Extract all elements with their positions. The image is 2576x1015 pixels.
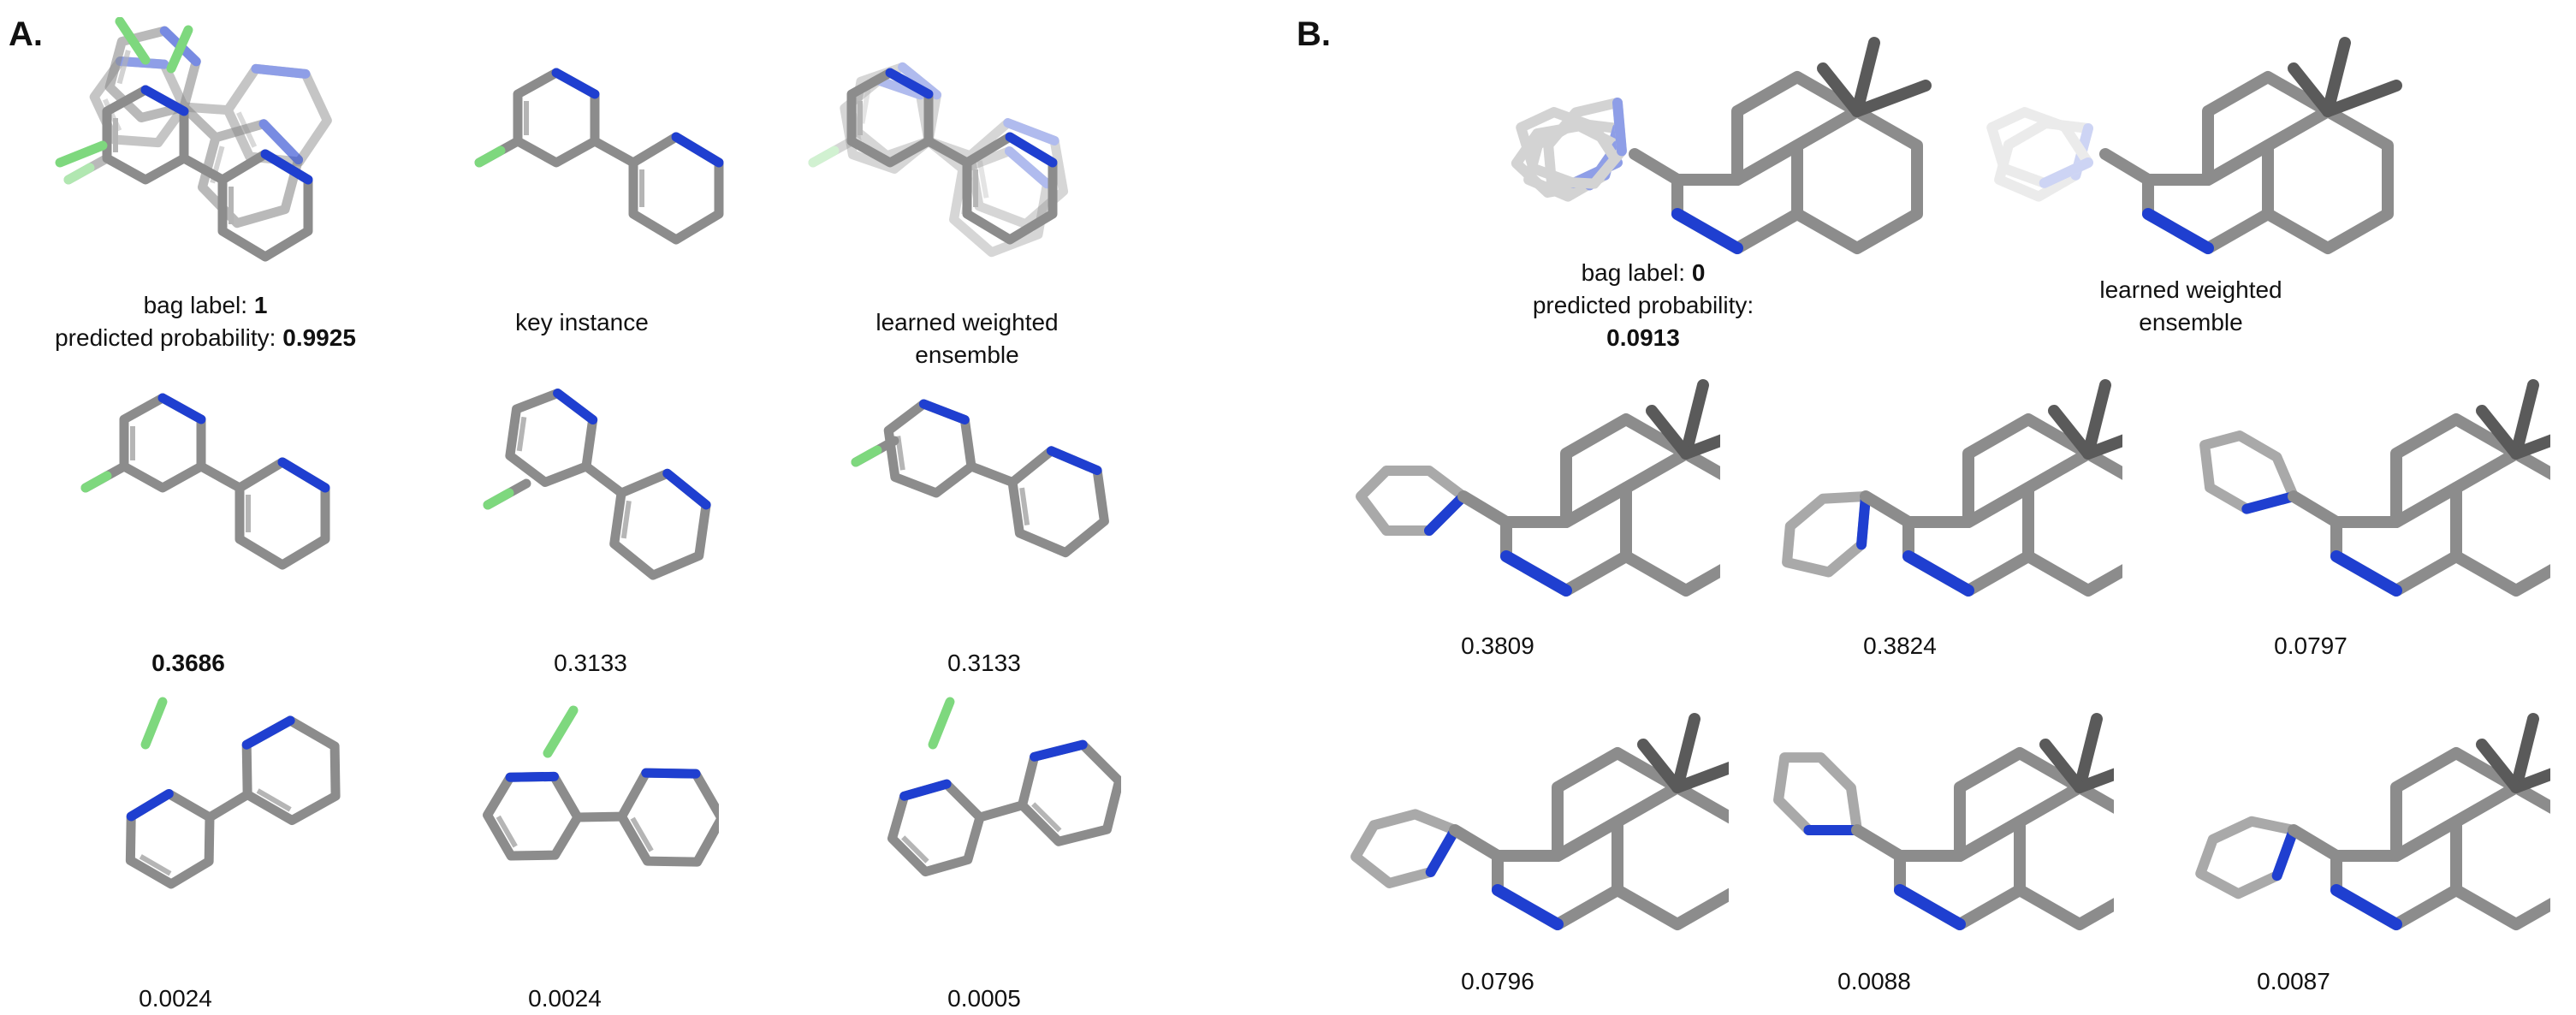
panel-label-a: A. (9, 15, 43, 53)
instance-caption-a4: 0.0024 (139, 985, 212, 1012)
molecule-instance-a3 (839, 377, 1113, 616)
molecule-instance-a4 (77, 685, 351, 976)
instance-caption-b1: 0.3809 (1461, 632, 1534, 659)
molecule-instance-b1 (1327, 359, 1720, 599)
instance-caption-a2: 0.3133 (554, 650, 627, 676)
instance-caption-b4: 0.0796 (1461, 968, 1534, 994)
bag-label-value: 0 (1691, 259, 1706, 286)
ensemble-line2: ensemble (915, 341, 1019, 368)
molecule-instance-b2 (1729, 359, 2122, 599)
instance-caption-a6: 0.0005 (947, 985, 1021, 1012)
bag-label-prefix: bag label: (1581, 259, 1692, 286)
molecule-instance-a2 (454, 377, 727, 616)
ensemble-line1: learned weighted (875, 309, 1059, 335)
molecule-instance-a6 (847, 693, 1121, 976)
instance-caption-a5: 0.0024 (528, 985, 602, 1012)
ensemble-line1: learned weighted (2099, 276, 2282, 303)
molecule-ensemble-a (796, 51, 1070, 291)
bag-label-prefix: bag label: (143, 292, 254, 318)
prob-value: 0.0913 (1606, 324, 1680, 351)
molecule-bag-overlay-b (1489, 17, 1934, 257)
molecule-ensemble-b (1960, 17, 2405, 257)
instance-caption-b2: 0.3824 (1863, 632, 1937, 659)
instance-weight: 0.3686 (151, 650, 225, 676)
instance-caption-a3: 0.3133 (947, 650, 1021, 676)
prob-value: 0.9925 (282, 324, 356, 351)
ensemble-caption-b: learned weighted ensemble (2054, 274, 2328, 339)
instance-caption-a1: 0.3686 (103, 647, 274, 680)
molecule-instance-b4 (1284, 685, 1729, 941)
instance-caption-b3: 0.0797 (2274, 632, 2347, 659)
instance-caption-b5: 0.0088 (1837, 968, 1911, 994)
molecule-instance-b6 (2157, 685, 2550, 941)
ensemble-caption-a: learned weighted ensemble (822, 306, 1113, 371)
molecule-key-instance-a (462, 51, 736, 291)
bag-caption-b: bag label: 0 predicted probability: 0.09… (1489, 257, 1797, 354)
molecule-instance-b3 (2157, 359, 2550, 599)
key-instance-caption: key instance (515, 309, 649, 335)
prob-prefix: predicted probability: (55, 324, 283, 351)
bag-label-value: 1 (253, 292, 268, 318)
molecule-instance-a5 (445, 702, 719, 976)
bag-caption-a: bag label: 1 predicted probability: 0.99… (17, 289, 394, 354)
prob-prefix: predicted probability: (1532, 292, 1754, 318)
ensemble-line2: ensemble (2139, 309, 2243, 335)
molecule-instance-a1 (68, 377, 342, 616)
panel-label-b: B. (1297, 15, 1331, 53)
molecule-instance-b5 (1720, 685, 2114, 941)
instance-caption-b6: 0.0087 (2257, 968, 2330, 994)
molecule-bag-overlay-a (55, 17, 342, 291)
